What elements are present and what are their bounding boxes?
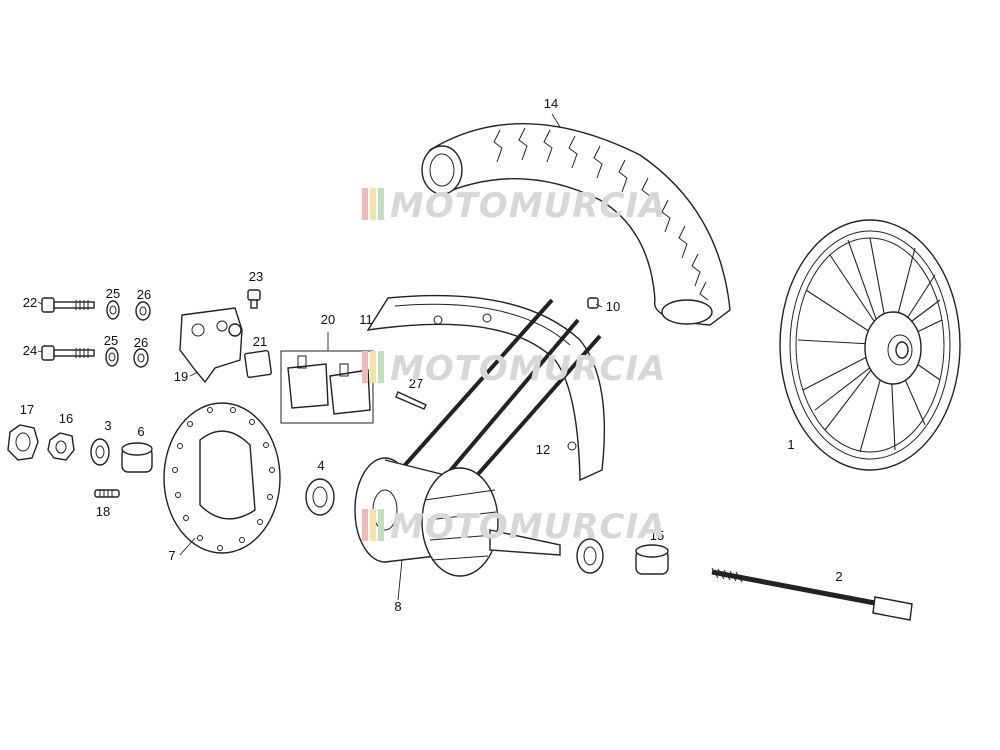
callout-26b: 26 [134,335,148,350]
callout-18: 18 [96,504,110,519]
callout-12: 12 [536,442,550,457]
part-nut-17 [7,424,39,461]
part-axle [711,567,913,621]
part-spacer-6 [121,442,153,473]
callout-10: 10 [606,299,620,314]
callout-4: 4 [317,458,324,473]
watermark-top: MOTOMURCIA [362,186,666,226]
callout-1: 1 [787,437,794,452]
disc-holes [172,407,275,551]
part-clip [395,391,427,410]
callout-16: 16 [59,411,73,426]
part-screw-18 [94,489,120,498]
callout-2: 2 [835,569,842,584]
callout-7: 7 [168,548,175,563]
part-bearing-right [576,538,604,574]
callout-25a: 25 [106,286,120,301]
tyre-tread [493,127,709,301]
watermark-bottom: MOTOMURCIA [362,507,666,547]
callout-15: 15 [650,528,664,543]
callout-labels: 1234678101112141516171819202122232425252… [20,96,843,614]
callout-14: 14 [544,96,558,111]
callout-27: 27 [409,376,423,391]
part-wheel [779,219,961,471]
part-bolt-24 [41,345,95,361]
callout-25b: 25 [104,333,118,348]
watermark-group: MOTOMURCIA MOTOMURCIA MOTOMURCIA [362,186,666,547]
callout-3: 3 [104,418,111,433]
callout-20: 20 [321,312,335,327]
part-mudguard [366,294,606,482]
callout-26a: 26 [137,287,151,302]
part-brake-pads [280,332,374,424]
callout-6: 6 [137,424,144,439]
callout-11: 11 [359,312,373,327]
callout-8: 8 [394,599,401,614]
watermark-text: MOTOMURCIA [390,349,666,389]
callout-17: 17 [20,402,34,417]
part-spacer-15 [635,544,669,575]
leader-lines [37,113,603,601]
part-nuts-26 [133,301,151,368]
part-bleed-screw [247,289,261,309]
part-tyre [421,123,731,326]
part-bolt-22 [41,297,95,313]
part-brake-disc [163,402,281,554]
part-bearing-left [305,478,335,516]
callout-22: 22 [23,295,37,310]
watermark-middle: MOTOMURCIA [362,349,666,389]
watermark-text: MOTOMURCIA [390,507,666,547]
part-brake-caliper [179,307,243,384]
callout-19: 19 [174,369,188,384]
part-washer-3 [90,438,110,466]
part-washers-25 [105,300,120,367]
part-nut-16 [47,432,75,461]
part-bolt-10 [587,297,599,309]
watermark-text: MOTOMURCIA [390,186,666,226]
callout-21: 21 [253,334,267,349]
callout-24: 24 [23,343,37,358]
callout-23: 23 [249,269,263,284]
part-pad-shim [244,350,272,378]
